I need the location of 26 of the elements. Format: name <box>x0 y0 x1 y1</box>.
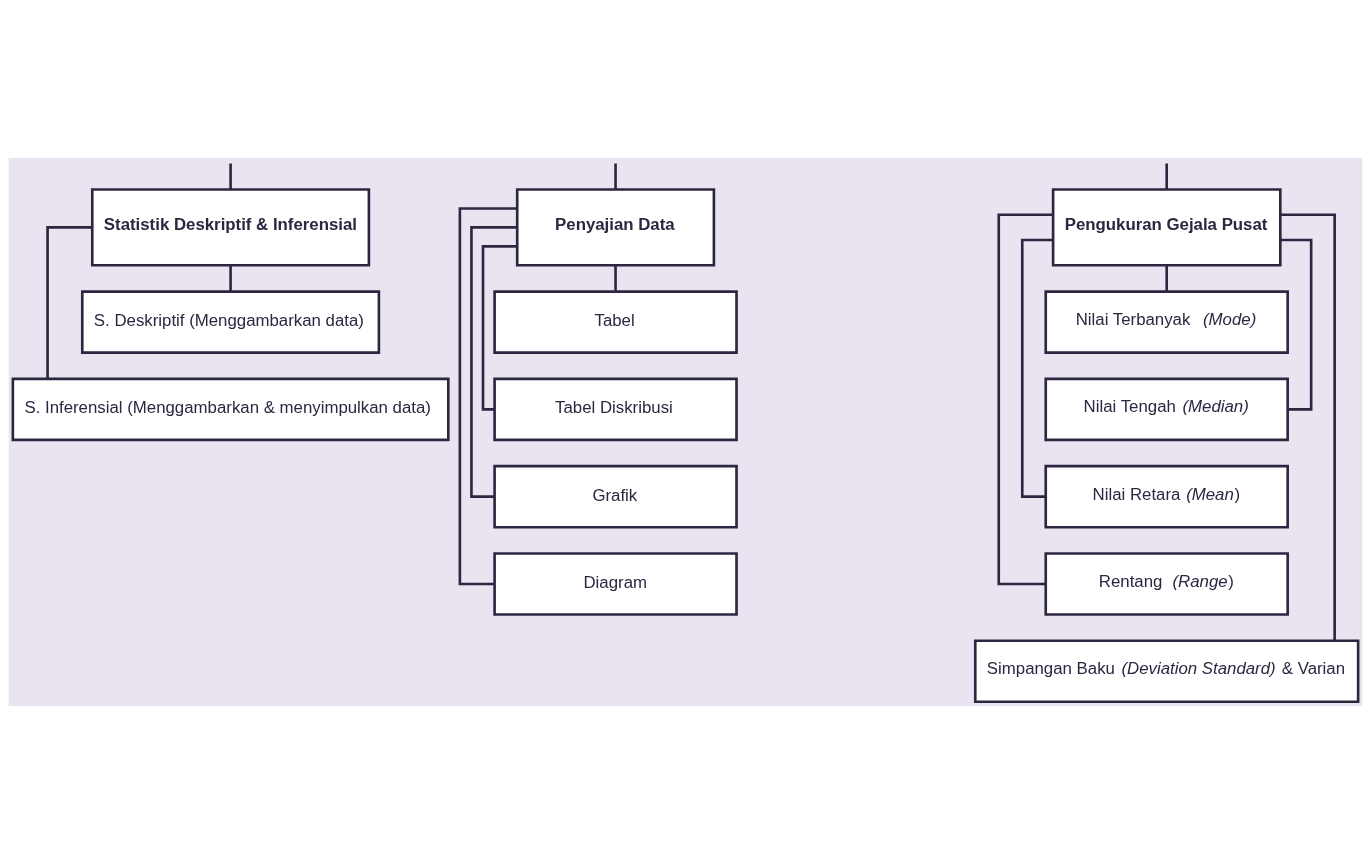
connector <box>614 162 617 189</box>
connector <box>481 244 518 411</box>
node-box: Rentang (Range) <box>1044 551 1289 616</box>
connector <box>229 264 232 291</box>
node-box: Statistik Deskriptif & Inferensial <box>90 187 371 267</box>
node-box: Diagram <box>493 551 738 616</box>
node-box: Penyajian Data <box>515 187 716 267</box>
node-box: Nilai Retara (Mean) <box>1044 464 1289 528</box>
node-box: Pengukuran Gejala Pusat <box>1051 187 1282 267</box>
node-box: Nilai Tengah (Median) <box>1044 377 1289 441</box>
connector <box>997 213 1053 585</box>
connector <box>1165 264 1169 291</box>
connector <box>458 206 517 585</box>
node-box: S. Deskriptif (Menggambarkan data) <box>80 289 381 354</box>
connector <box>1280 213 1336 641</box>
node-box: Grafik <box>493 464 738 528</box>
node-box: Tabel <box>493 289 738 354</box>
connector <box>614 264 617 291</box>
node-box: Nilai Terbanyak (Mode) <box>1044 289 1289 354</box>
connector <box>1165 162 1169 189</box>
node-box: Tabel Diskribusi <box>493 377 738 441</box>
connector <box>1020 238 1053 498</box>
connector <box>46 225 92 378</box>
node-box: S. Inferensial (Menggambarkan & menyimpulkan data) <box>11 377 450 441</box>
connector <box>229 162 232 189</box>
node-box: Simpangan Baku (Deviation Standard) & Varian <box>973 638 1360 703</box>
